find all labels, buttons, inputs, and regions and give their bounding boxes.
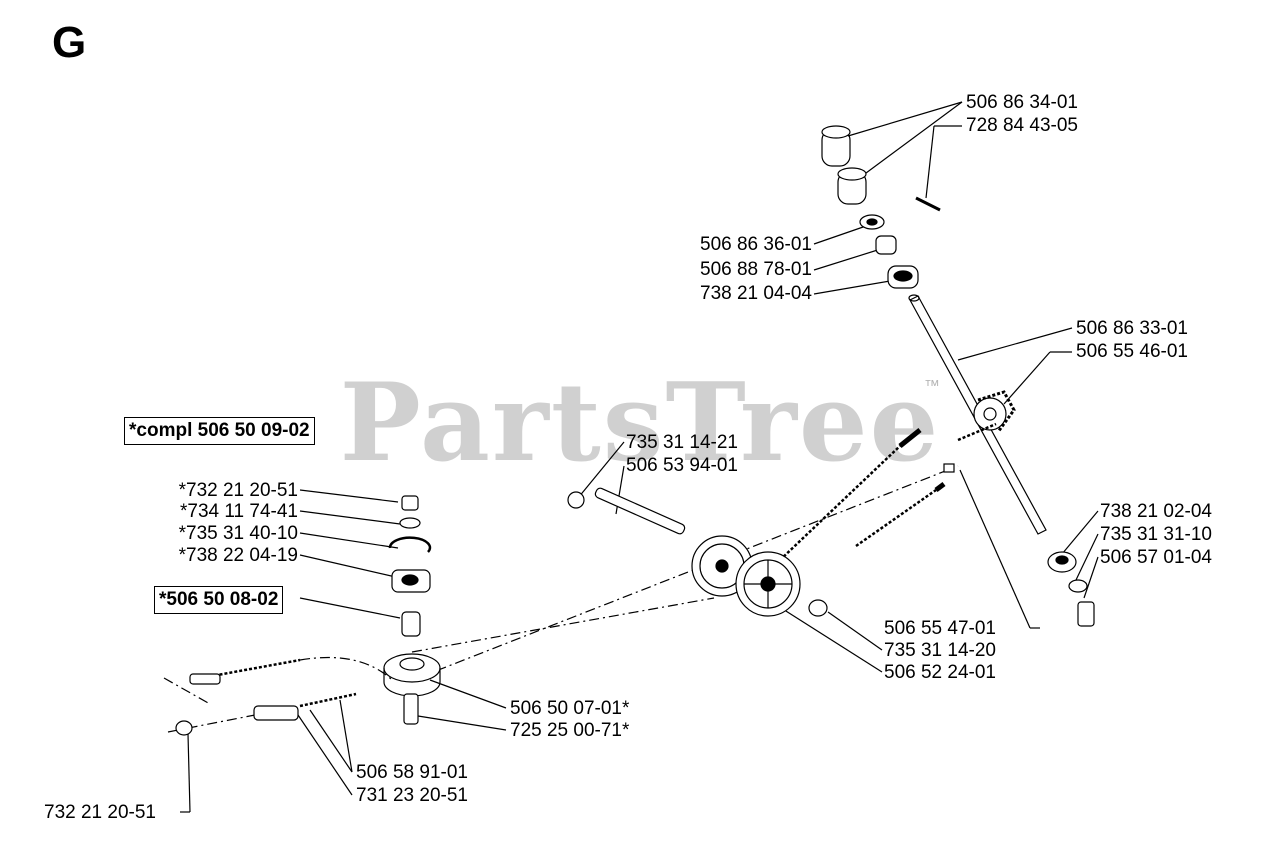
- complete-assembly-label: *compl 506 50 09-02: [124, 417, 315, 445]
- upper-shaft-assembly: [821, 125, 1095, 627]
- part-label: 506 58 91-01: [356, 762, 468, 783]
- watermark: PartsTree: [339, 360, 941, 486]
- part-label: 506 52 24-01: [884, 662, 996, 683]
- part-label: 731 23 20-51: [356, 785, 468, 806]
- part-label: 732 21 20-51: [44, 802, 156, 823]
- part-label: 506 50 07-01*: [510, 698, 630, 719]
- left-stack: [175, 495, 441, 736]
- part-label: 738 21 04-04: [700, 283, 812, 304]
- leader-lines: [180, 101, 1099, 813]
- part-label: 506 86 36-01: [700, 234, 812, 255]
- part-label: 506 57 01-04: [1100, 547, 1212, 568]
- part-label: 506 86 34-01: [966, 92, 1078, 113]
- part-label: *734 11 74-41: [180, 501, 298, 522]
- part-label: 725 25 00-71*: [510, 720, 630, 741]
- part-label: 506 86 33-01: [1076, 318, 1188, 339]
- part-label: *735 31 40-10: [178, 523, 298, 544]
- part-label: 735 31 14-20: [884, 640, 996, 661]
- sub-assembly-label: *506 50 08-02: [154, 586, 284, 614]
- part-label: *732 21 20-51: [178, 480, 298, 501]
- watermark-trademark: ™: [924, 378, 940, 395]
- part-label: 506 53 94-01: [626, 455, 738, 476]
- part-label: 735 31 31-10: [1100, 524, 1212, 545]
- part-label: 506 88 78-01: [700, 259, 812, 280]
- part-label: 506 55 46-01: [1076, 341, 1188, 362]
- part-label: 735 31 14-21: [626, 432, 738, 453]
- section-letter: G: [52, 18, 87, 67]
- cables: [189, 422, 997, 721]
- part-label: *738 22 04-19: [178, 545, 298, 566]
- pulleys: [567, 487, 828, 617]
- part-label: 506 55 47-01: [884, 618, 996, 639]
- part-label: 738 21 02-04: [1100, 501, 1212, 522]
- part-label: 728 84 43-05: [966, 115, 1078, 136]
